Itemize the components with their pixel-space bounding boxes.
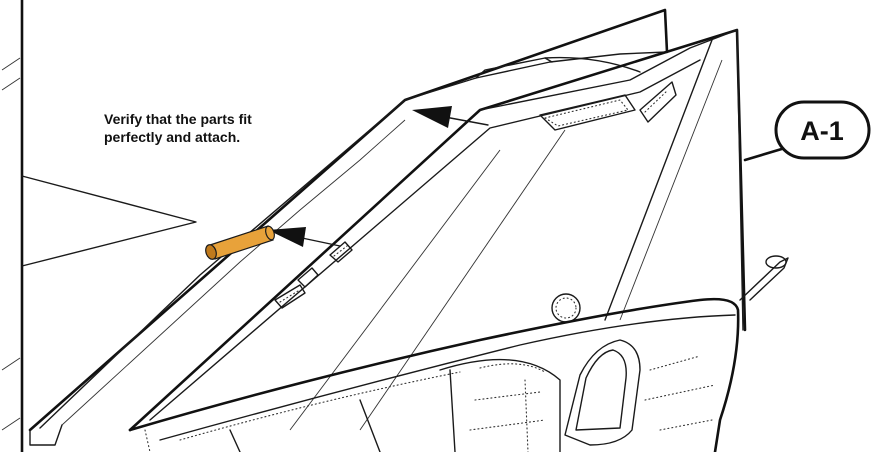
callout-note-line-2: perfectly and attach. [104,129,240,145]
fuselage-body [128,255,789,454]
step-badge-label: A-1 [800,116,844,146]
callout-note-line-1: Verify that the parts fit [104,111,252,127]
left-frame-edge [1,0,24,454]
callout-panel [21,175,197,267]
outer-fin-panel [28,8,669,446]
pin-part [205,225,275,260]
step-badge: A-1 [743,100,871,162]
main-tail-fin [128,28,747,432]
insertion-arrow-upper [412,106,489,128]
insertion-arrow-lower [268,227,341,247]
callout-note: Verify that the parts fit perfectly and … [104,111,252,145]
